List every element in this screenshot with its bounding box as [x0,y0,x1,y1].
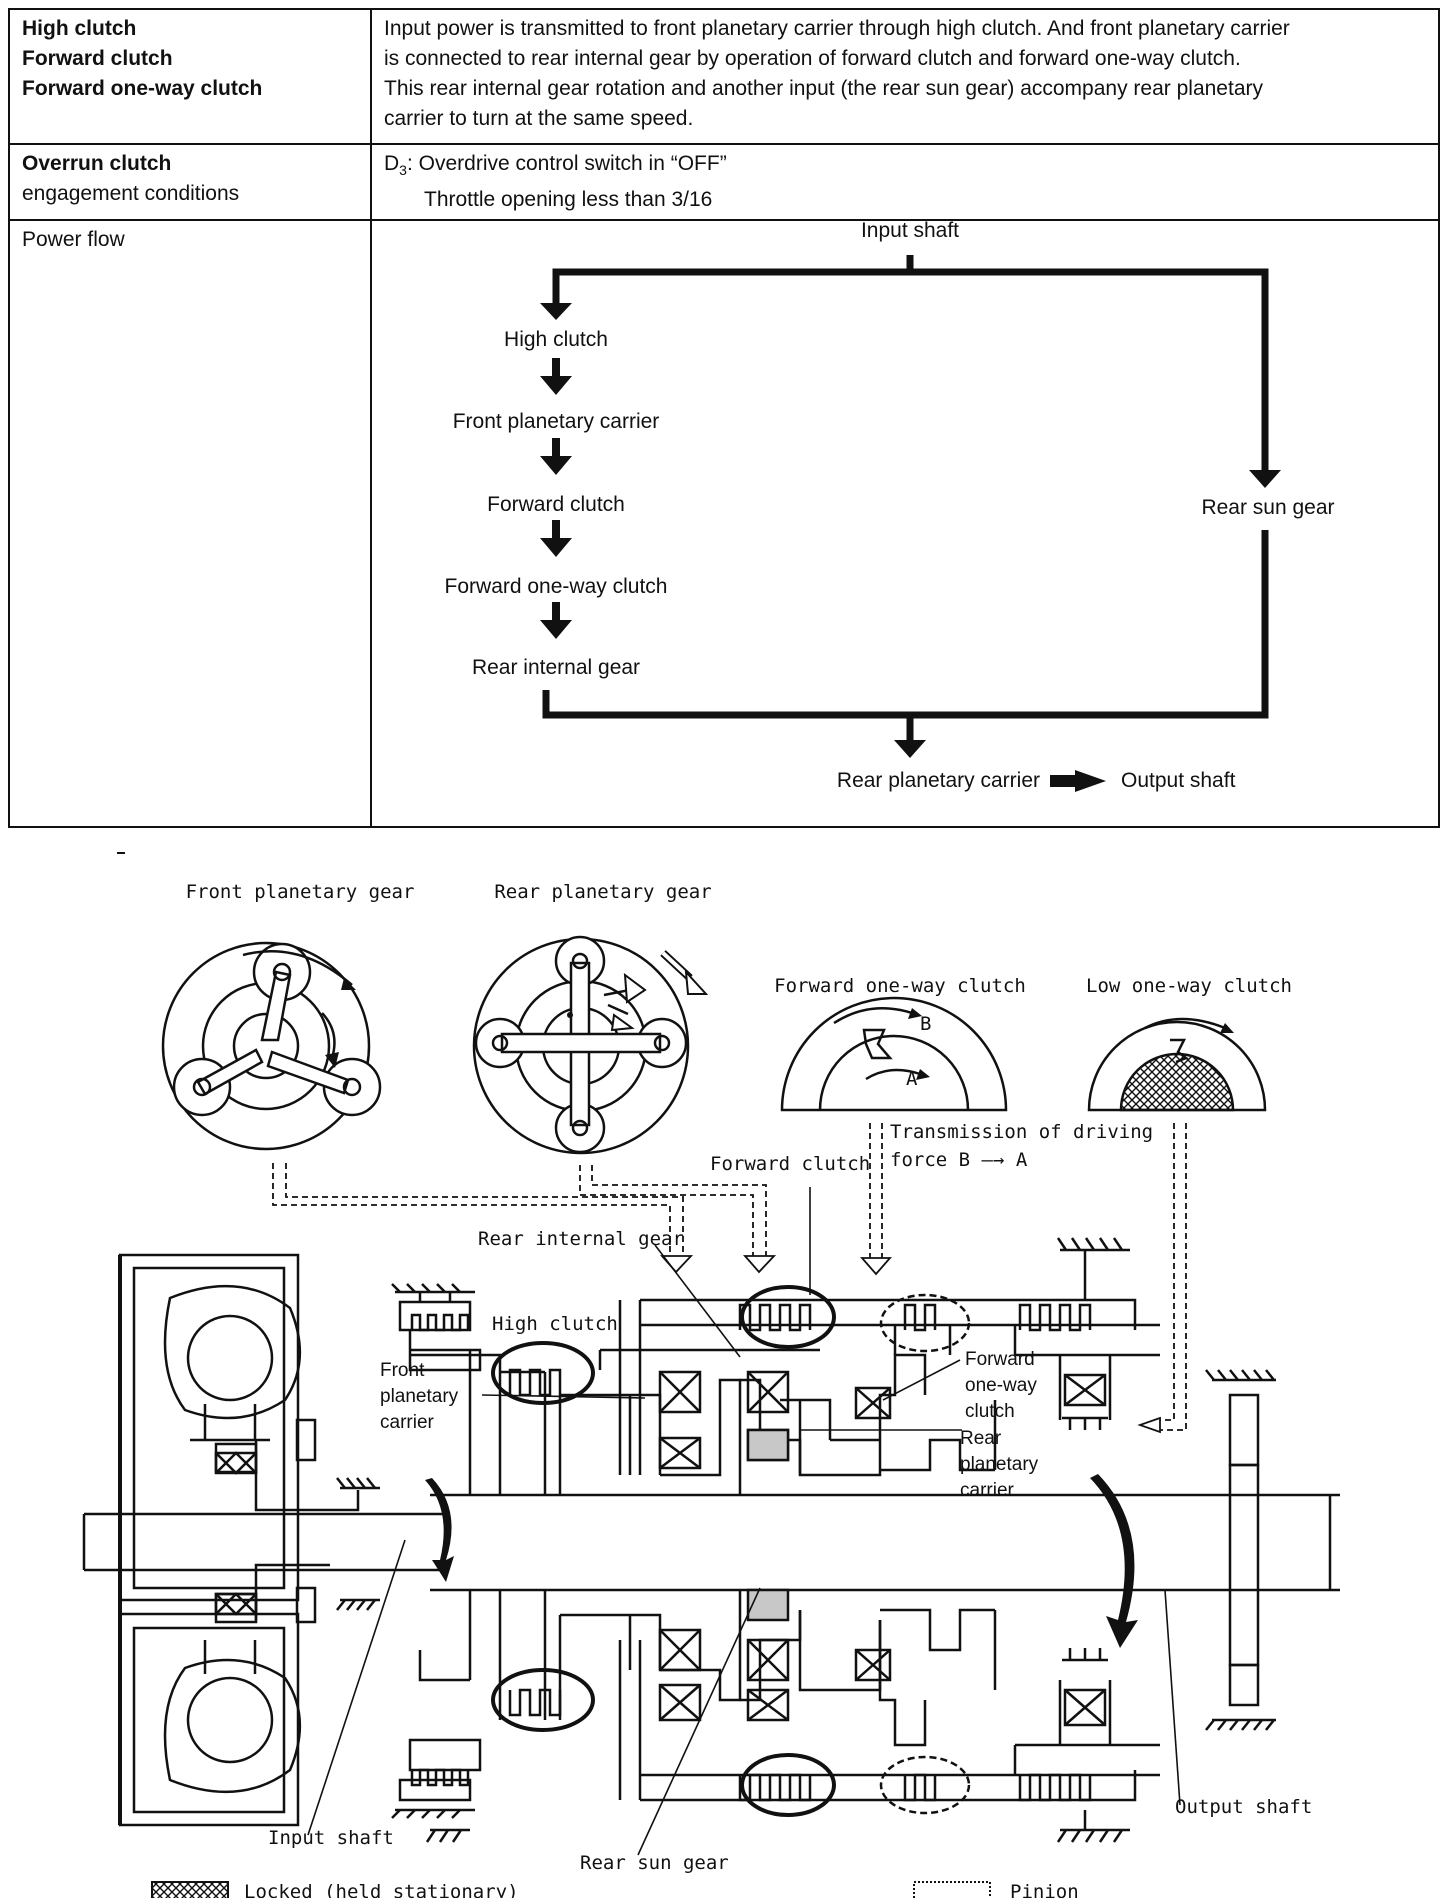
high-clutch-ellipse [491,1341,595,1405]
label-high-clutch: High clutch [492,1313,618,1335]
range-d-subscript: 3 [399,162,407,179]
label-forward-one-way-clutch: Forward one-way clutch [22,77,263,100]
description-line-2: is connected to rear internal gear by op… [384,47,1241,70]
label-rear-planetary-carrier-3: carrier [960,1480,1015,1501]
flow-forward-clutch: Forward clutch [487,493,625,516]
label-rear-planetary-carrier-1: Rear [960,1428,1002,1449]
label-input-shaft: Input shaft [268,1827,394,1849]
flow-rear-internal-gear: Rear internal gear [472,656,640,679]
arrow-down-1 [540,358,572,395]
engaged-clutch-ellipses [491,1285,971,1817]
overrun-label-cell: Overrun clutch engagement conditions [8,142,372,222]
dashed-leaders [272,1123,1187,1431]
label-transmission-line-1: Transmission of driving [890,1121,1153,1143]
label-rear-planetary-carrier-2: planetary [960,1454,1039,1475]
label-forward-one-way-clutch-callout-2: one-way [965,1375,1037,1396]
flow-rear-planetary-carrier: Rear planetary carrier [837,769,1040,792]
label-transmission-line-2: force B —→ A [890,1149,1028,1171]
engagement-conditions-label: engagement conditions [22,182,240,205]
label-forward-clutch: Forward clutch [22,47,173,70]
arrow-to-output-shaft [1050,770,1106,792]
description-cell: Input power is transmitted to front plan… [370,8,1440,145]
flow-high-clutch: High clutch [504,328,608,351]
conditions-cell: D3: Overdrive control switch in “OFF” Th… [370,142,1440,222]
flow-input-shaft: Input shaft [861,219,959,242]
pinion [746,1428,790,1462]
flow-output-shaft: Output shaft [1121,769,1236,792]
label-low-one-way-clutch: Low one-way clutch [1086,975,1292,997]
arrow-to-rear-sun-gear [1249,470,1281,488]
description-line-4: carrier to turn at the same speed. [384,107,694,130]
label-forward-clutch: Forward clutch [710,1153,870,1175]
pinion-swatch [913,1881,991,1898]
power-flow-label-cell: Power flow [8,219,372,828]
description-line-3: This rear internal gear rotation and ano… [384,77,1263,100]
description-line-1: Input power is transmitted to front plan… [384,17,1290,40]
arrow-down-4 [540,602,572,639]
power-flow-label: Power flow [22,228,125,252]
table-row: Power flow [8,219,1440,828]
shaft-rotation-arrows [425,1474,1138,1648]
rear-planetary-gear-figure [472,935,693,1155]
gear-train-schematic [82,1237,1340,1843]
arrow-to-rear-planetary-carrier [894,740,926,758]
pinion [214,1592,258,1616]
clutch-list-cell: High clutch Forward clutch Forward one-w… [8,8,372,145]
label-forward-one-way-clutch-callout-3: clutch [965,1401,1015,1422]
legend-locked: Locked (held stationary) [244,1881,519,1898]
label-front-planetary-gear: Front planetary gear [186,881,415,903]
locked-swatch [151,1881,229,1898]
front-planetary-gear-figure [161,941,382,1151]
pinion [746,1588,790,1622]
flow-line-left-branch [552,255,914,305]
condition-line-2: Throttle opening less than 3/16 [424,188,713,212]
label-forward-one-way-clutch-callout-1: Forward [965,1349,1035,1370]
table-row: Overrun clutch engagement conditions D3:… [8,142,1440,222]
flow-line-right-branch [910,268,1269,472]
label-rear-planetary-gear: Rear planetary gear [494,881,711,903]
arrow-down-3 [540,520,572,557]
forward-clutch-ellipse [740,1285,836,1349]
label-output-shaft: Output shaft [1175,1796,1312,1818]
range-d: D [384,152,400,175]
label-front-planetary-carrier-2: planetary [380,1386,459,1407]
flow-line-merge [542,530,1269,719]
marker-b: B [920,1013,931,1035]
arrow-down-2 [540,438,572,475]
front-planetary-rotation-arrows [325,978,356,1068]
label-rear-sun-gear: Rear sun gear [580,1852,729,1874]
flow-front-planetary-carrier: Front planetary carrier [453,410,660,433]
forward-clutch-ellipse-lower [740,1753,836,1817]
table-row: High clutch Forward clutch Forward one-w… [8,8,1440,145]
pinion [214,1451,258,1475]
condition-overdrive-off: : Overdrive control switch in “OFF” [406,152,727,175]
label-front-planetary-carrier-1: Front [380,1360,425,1381]
forward-one-way-clutch-ellipse [879,1293,971,1353]
condition-line-1: D3: Overdrive control switch in “OFF” [384,149,1424,185]
label-high-clutch: High clutch [22,17,137,40]
spec-table: High clutch Forward clutch Forward one-w… [8,8,1440,828]
legend: Locked (held stationary) Pinion [151,1881,1079,1898]
forward-one-way-clutch-ellipse-lower [879,1755,971,1815]
forward-one-way-clutch-figure [780,996,1008,1112]
callout-leaders [307,1187,1181,1856]
legend-pinion: Pinion [1010,1881,1079,1898]
label-forward-one-way-clutch: Forward one-way clutch [774,975,1026,997]
flow-rear-sun-gear: Rear sun gear [1201,496,1334,519]
label-front-planetary-carrier-3: carrier [380,1412,435,1433]
marker-a: A [906,1068,918,1090]
low-one-way-clutch-figure [1087,1017,1267,1112]
label-rear-internal-gear: Rear internal gear [478,1228,684,1250]
overrun-clutch-label: Overrun clutch [22,152,172,175]
high-clutch-ellipse-lower [491,1668,595,1732]
arrow-to-high-clutch [540,303,572,320]
flow-forward-one-way-clutch: Forward one-way clutch [445,575,668,598]
power-flow-diagram: Input shaft High clutch Front planetary … [445,219,1335,792]
rear-planetary-rotation-arrows [567,969,709,1032]
